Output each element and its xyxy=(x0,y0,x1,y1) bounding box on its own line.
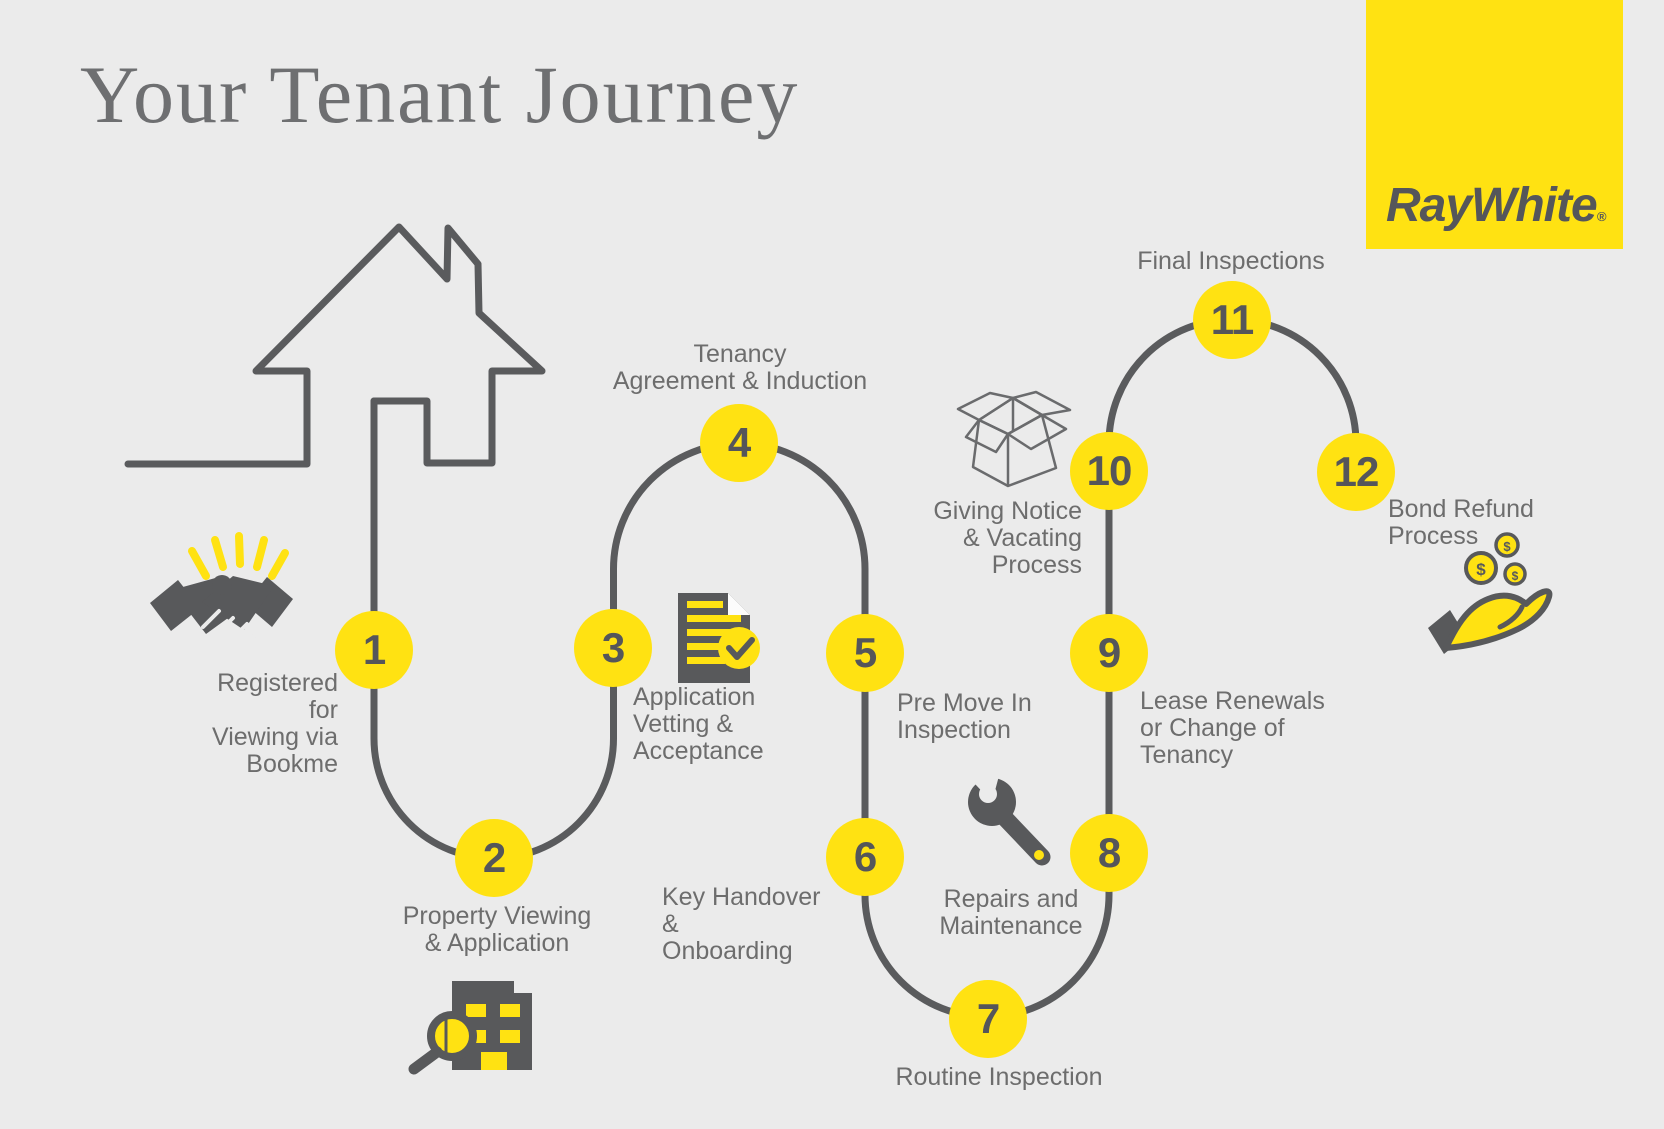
step-7-node: 7 xyxy=(949,980,1027,1058)
page-title: Your Tenant Journey xyxy=(80,49,800,140)
document-check-icon xyxy=(678,593,760,683)
step-3-label: Application Vetting & Acceptance xyxy=(633,683,764,765)
step-3-node: 3 xyxy=(574,609,652,687)
coin-dollar: $ xyxy=(1476,560,1486,579)
step-9-node: 9 xyxy=(1070,614,1148,692)
step-11-label: Final Inspections xyxy=(1137,247,1325,275)
step-4-node: 4 xyxy=(700,404,778,482)
step-11-node: 11 xyxy=(1193,281,1271,359)
rays-icon xyxy=(188,532,289,580)
step-8-label: Repairs and Maintenance xyxy=(939,885,1083,940)
coin-dollar: $ xyxy=(1503,539,1511,554)
step-8-node: 8 xyxy=(1070,814,1148,892)
raywhite-logo: RayWhite® xyxy=(1366,0,1623,249)
building-search-icon xyxy=(408,981,532,1075)
step-2-node: 2 xyxy=(455,819,533,897)
step-4-label: Tenancy Agreement & Induction xyxy=(612,340,868,395)
step-10-node: 10 xyxy=(1070,432,1148,510)
step-2-label: Property Viewing & Application xyxy=(402,902,592,957)
hand-coins-icon: $ $ $ xyxy=(1428,532,1553,654)
step-12-node: 12 xyxy=(1317,433,1395,511)
registered-mark-icon: ® xyxy=(1596,209,1607,224)
handshake-icon xyxy=(150,575,293,647)
open-box-icon xyxy=(956,390,1072,488)
logo-text: RayWhite xyxy=(1386,179,1598,232)
coin-dollar: $ xyxy=(1512,569,1519,583)
step-9-label: Lease Renewals or Change of Tenancy xyxy=(1140,687,1325,769)
step-6-label: Key Handover & Onboarding xyxy=(662,883,821,965)
house-icon xyxy=(124,223,546,468)
step-1-label: Registered for Viewing via Bookme xyxy=(211,669,338,778)
step-6-node: 6 xyxy=(826,818,904,896)
step-5-label: Pre Move In Inspection xyxy=(897,689,1032,744)
step-7-label: Routine Inspection xyxy=(895,1063,1103,1091)
wrench-icon xyxy=(960,757,1051,866)
step-10-label: Giving Notice & Vacating Process xyxy=(933,497,1082,579)
step-12-label: Bond Refund Process xyxy=(1388,495,1534,550)
step-1-node: 1 xyxy=(335,611,413,689)
logo-wordmark: RayWhite® xyxy=(1386,178,1607,233)
step-5-node: 5 xyxy=(826,614,904,692)
journey-path xyxy=(370,316,1360,1021)
